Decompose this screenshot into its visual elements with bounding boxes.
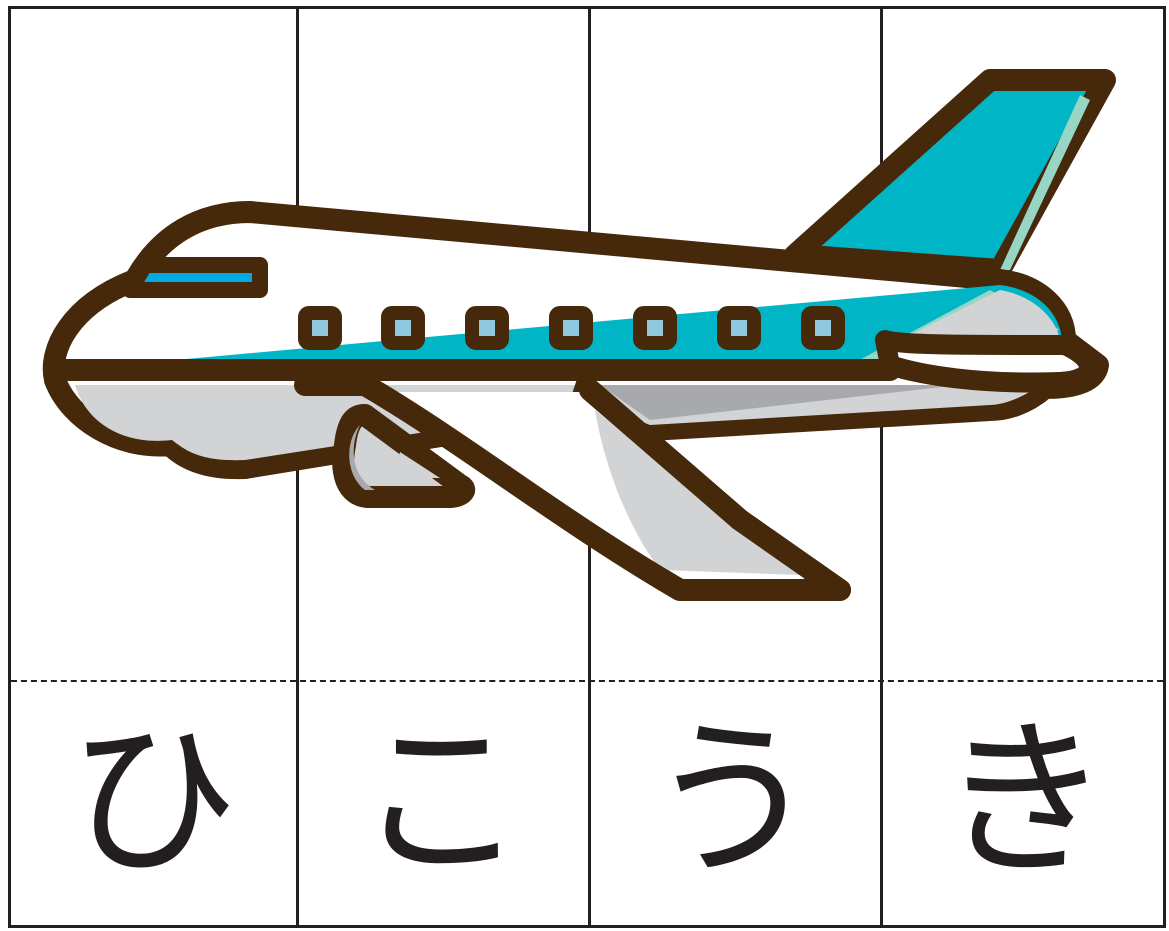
letter-tile-1: ひ bbox=[67, 701, 238, 900]
letter-row: ひ こ う き bbox=[8, 678, 1166, 928]
column-divider-3 bbox=[880, 9, 883, 925]
cockpit-window bbox=[122, 257, 268, 298]
window bbox=[549, 306, 593, 350]
nose-cone bbox=[890, 290, 1060, 345]
window bbox=[298, 306, 342, 350]
tail-fin bbox=[784, 69, 1116, 281]
tail-highlight bbox=[1000, 95, 1090, 270]
front-fin bbox=[875, 330, 1100, 393]
window bbox=[633, 306, 677, 350]
letter-tile-4: き bbox=[939, 701, 1110, 900]
engine-intake bbox=[349, 425, 375, 490]
window bbox=[465, 306, 509, 350]
window bbox=[381, 306, 425, 350]
window-row bbox=[298, 306, 845, 350]
engine-pylon bbox=[395, 452, 440, 478]
window bbox=[801, 306, 845, 350]
letter-tile-3: う bbox=[647, 701, 818, 900]
belly-shadow bbox=[600, 385, 960, 420]
belly bbox=[75, 385, 1040, 461]
cut-line bbox=[11, 680, 1163, 682]
near-wing-shade bbox=[595, 410, 800, 575]
window bbox=[717, 306, 761, 350]
near-wing-edge bbox=[294, 374, 851, 601]
letter-tile-2: こ bbox=[355, 701, 526, 900]
